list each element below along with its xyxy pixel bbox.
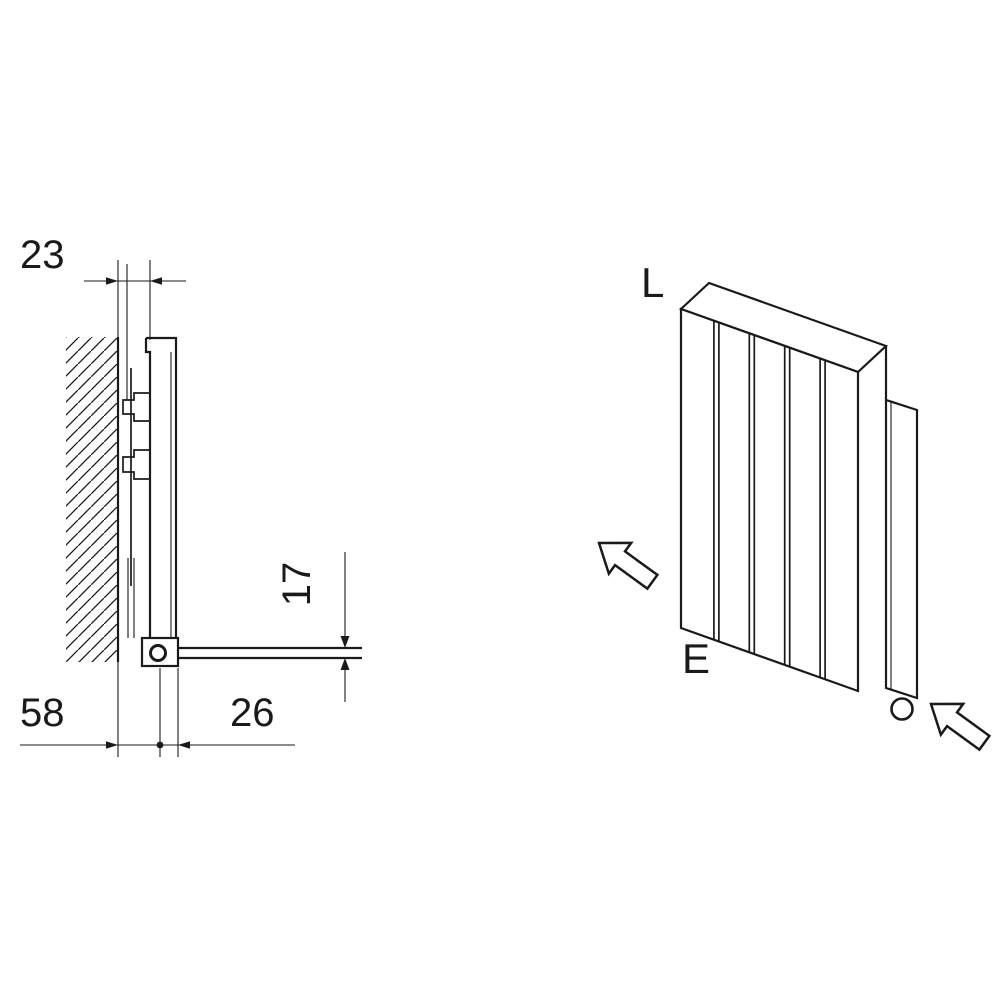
panel-division-lines	[713, 320, 826, 680]
arrowhead-icon	[150, 277, 162, 285]
bottom-valve-circle	[890, 697, 914, 721]
bracket-hook-lower	[122, 449, 150, 480]
dim-bottom-left-label: 58	[20, 691, 65, 735]
arrowhead-icon	[340, 658, 350, 670]
radiator-profile-front	[146, 336, 178, 640]
side-section-view: 23 17 58 26	[20, 233, 362, 757]
valve-connection-circle	[149, 644, 167, 662]
label-e: E	[682, 635, 710, 682]
arrowhead-icon	[106, 741, 118, 749]
arrowhead-icon	[340, 636, 350, 648]
dim-bottom-right-label: 26	[230, 691, 275, 735]
radiator-front-face	[679, 307, 860, 693]
arrowhead-icon	[106, 277, 118, 285]
dim-pipe-label: 17	[275, 562, 319, 607]
arrowhead-icon	[178, 741, 190, 749]
label-l: L	[641, 259, 664, 306]
flow-arrow-icon	[597, 541, 660, 591]
radiator-profile-back	[144, 338, 152, 638]
wall-hatch	[66, 337, 118, 662]
rear-element-strip	[884, 398, 919, 700]
bracket-hook-upper	[122, 392, 150, 422]
isometric-view: L E	[597, 259, 992, 752]
dim-top-label: 23	[20, 233, 65, 277]
dimension-dot	[156, 741, 164, 749]
flow-arrow-icon	[929, 702, 992, 752]
